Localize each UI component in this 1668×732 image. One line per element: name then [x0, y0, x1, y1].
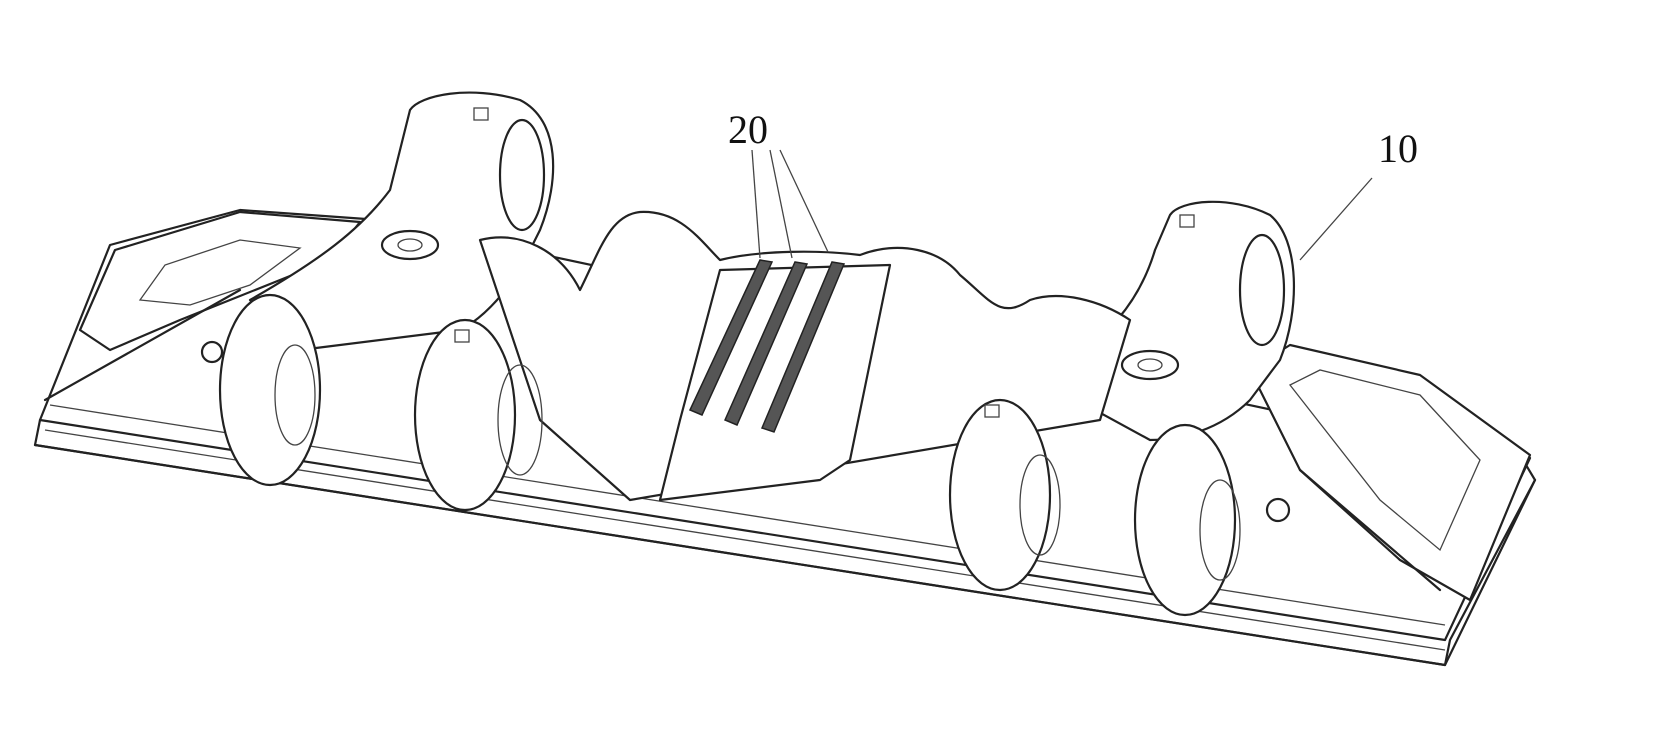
label-10: 10 [1378, 126, 1418, 171]
label-20: 20 [728, 107, 768, 152]
